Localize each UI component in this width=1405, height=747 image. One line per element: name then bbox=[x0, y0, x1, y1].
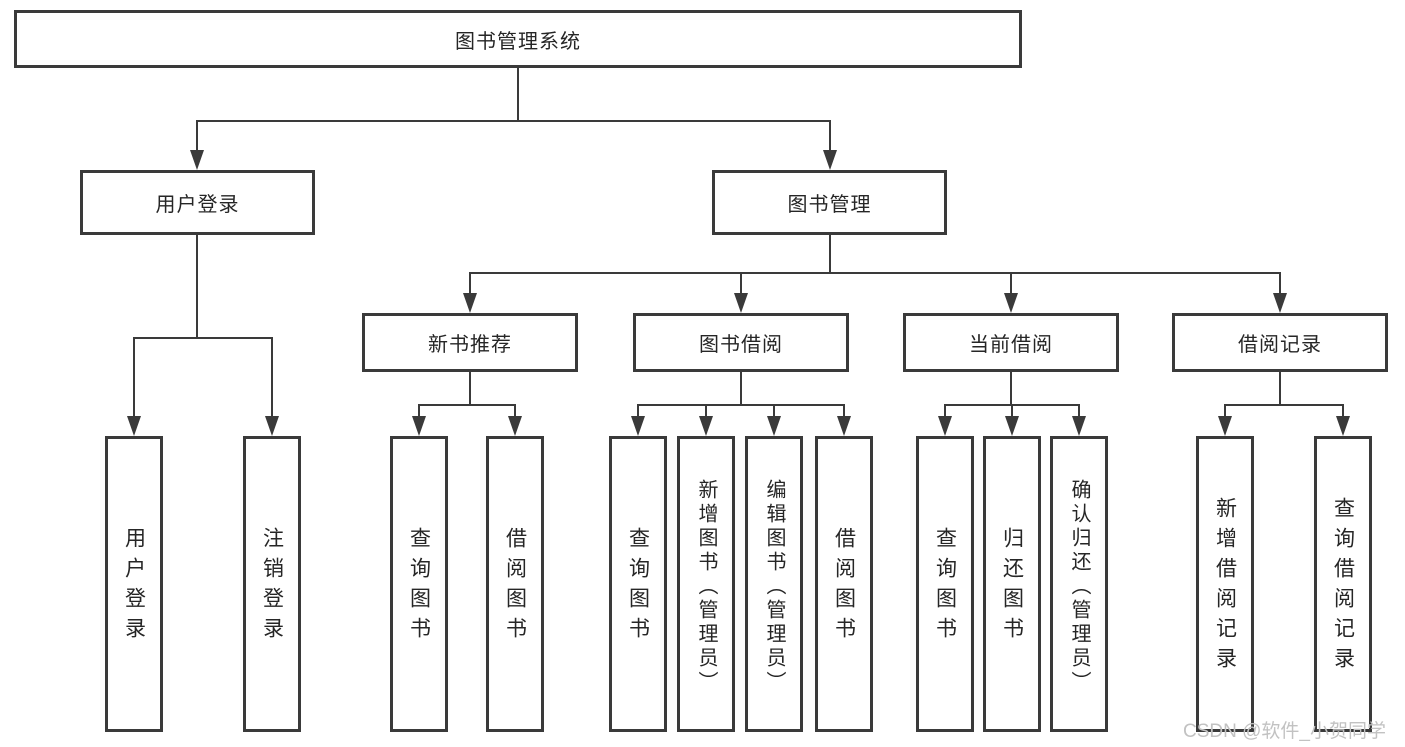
arrow-down-icon bbox=[127, 416, 141, 436]
edge-current-drop-3 bbox=[1078, 404, 1080, 418]
arrow-down-icon bbox=[699, 416, 713, 436]
node-borrowing-records: 借阅记录 bbox=[1172, 313, 1388, 372]
arrow-down-icon bbox=[463, 293, 477, 313]
edge-recommend-stem bbox=[469, 372, 471, 404]
arrow-down-icon bbox=[767, 416, 781, 436]
leaf-query-books-current: 查询图书 bbox=[916, 436, 974, 732]
arrow-down-icon bbox=[1005, 416, 1019, 436]
edge-records-drop-2 bbox=[1342, 404, 1344, 418]
arrow-down-icon bbox=[1218, 416, 1232, 436]
edge-bookmgmt-drop-3 bbox=[1010, 272, 1012, 295]
arrow-down-icon bbox=[412, 416, 426, 436]
edge-root-drop-right bbox=[829, 120, 831, 152]
arrow-down-icon bbox=[1273, 293, 1287, 313]
arrow-down-icon bbox=[823, 150, 837, 170]
edge-current-drop-1 bbox=[944, 404, 946, 418]
node-book-borrowing: 图书借阅 bbox=[633, 313, 849, 372]
edge-recommend-drop-1 bbox=[418, 404, 420, 418]
leaf-edit-books-admin: 编辑图书（管理员） bbox=[745, 436, 803, 732]
edge-borrowing-drop-4 bbox=[843, 404, 845, 418]
arrow-down-icon bbox=[1336, 416, 1350, 436]
leaf-add-borrow-record: 新增借阅记录 bbox=[1196, 436, 1254, 732]
arrow-down-icon bbox=[938, 416, 952, 436]
edge-bookmgmt-drop-4 bbox=[1279, 272, 1281, 295]
node-current-borrowing: 当前借阅 bbox=[903, 313, 1119, 372]
edge-root-stem bbox=[517, 68, 519, 120]
edge-borrowing-branch bbox=[637, 404, 845, 406]
arrow-down-icon bbox=[734, 293, 748, 313]
edge-bookmgmt-branch bbox=[469, 272, 1281, 274]
leaf-query-books-borrowing: 查询图书 bbox=[609, 436, 667, 732]
edge-root-drop-left bbox=[196, 120, 198, 152]
edge-userlogin-branch bbox=[133, 337, 273, 339]
leaf-query-borrow-record: 查询借阅记录 bbox=[1314, 436, 1372, 732]
edge-current-stem bbox=[1010, 372, 1012, 404]
leaf-logout: 注销登录 bbox=[243, 436, 301, 732]
leaf-query-books-recommend: 查询图书 bbox=[390, 436, 448, 732]
edge-records-drop-1 bbox=[1224, 404, 1226, 418]
edge-root-branch bbox=[196, 120, 831, 122]
edge-userlogin-stem bbox=[196, 235, 198, 337]
arrow-down-icon bbox=[190, 150, 204, 170]
arrow-down-icon bbox=[265, 416, 279, 436]
leaf-return-books: 归还图书 bbox=[983, 436, 1041, 732]
edge-borrowing-drop-2 bbox=[705, 404, 707, 418]
edge-records-stem bbox=[1279, 372, 1281, 404]
leaf-confirm-return-admin: 确认归还（管理员） bbox=[1050, 436, 1108, 732]
leaf-user-login: 用户登录 bbox=[105, 436, 163, 732]
edge-userlogin-drop-1 bbox=[133, 337, 135, 418]
edge-borrowing-drop-3 bbox=[773, 404, 775, 418]
arrow-down-icon bbox=[508, 416, 522, 436]
edge-records-branch bbox=[1224, 404, 1344, 406]
leaf-borrow-books-recommend: 借阅图书 bbox=[486, 436, 544, 732]
node-root-library-system: 图书管理系统 bbox=[14, 10, 1022, 68]
leaf-add-books-admin: 新增图书（管理员） bbox=[677, 436, 735, 732]
arrow-down-icon bbox=[1072, 416, 1086, 436]
arrow-down-icon bbox=[631, 416, 645, 436]
edge-bookmgmt-stem bbox=[829, 235, 831, 274]
edge-userlogin-drop-2 bbox=[271, 337, 273, 418]
node-book-management: 图书管理 bbox=[712, 170, 947, 235]
edge-bookmgmt-drop-1 bbox=[469, 272, 471, 295]
edge-recommend-branch bbox=[418, 404, 516, 406]
edge-borrowing-drop-1 bbox=[637, 404, 639, 418]
edge-recommend-drop-2 bbox=[514, 404, 516, 418]
node-user-login: 用户登录 bbox=[80, 170, 315, 235]
edge-borrowing-stem bbox=[740, 372, 742, 404]
arrow-down-icon bbox=[837, 416, 851, 436]
edge-current-drop-2 bbox=[1011, 404, 1013, 418]
node-new-book-recommendation: 新书推荐 bbox=[362, 313, 578, 372]
arrow-down-icon bbox=[1004, 293, 1018, 313]
leaf-borrow-books: 借阅图书 bbox=[815, 436, 873, 732]
edge-bookmgmt-drop-2 bbox=[740, 272, 742, 295]
csdn-watermark: CSDN @软件_小贺同学 bbox=[1183, 721, 1386, 742]
